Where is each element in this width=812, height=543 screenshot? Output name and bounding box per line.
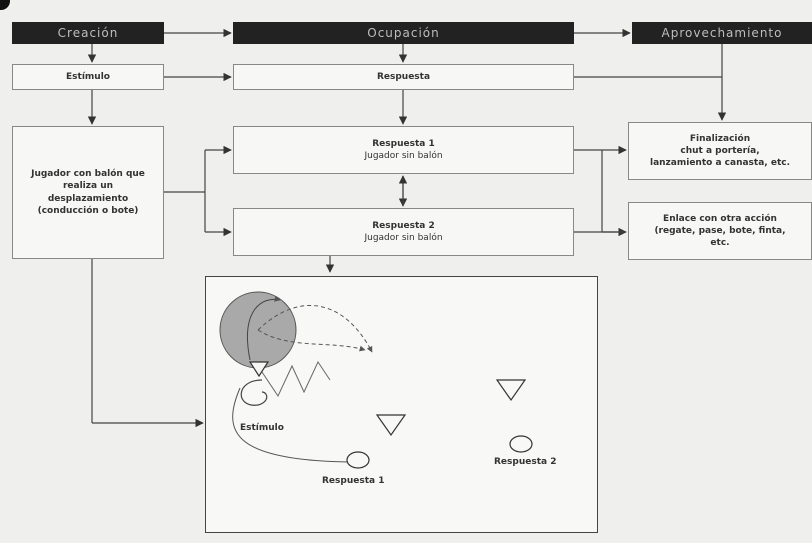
finalizacion-line-2: chut a portería, xyxy=(680,145,760,156)
finalizacion-line-3: lanzamiento a canasta, etc. xyxy=(649,158,790,169)
field-respuesta2-label: Respuesta 2 xyxy=(494,457,557,467)
respuesta1-sub: Jugador sin balón xyxy=(364,151,443,161)
corner-marker xyxy=(0,0,10,10)
respuesta1-circle xyxy=(346,451,370,469)
enlace-line-3: etc. xyxy=(710,238,730,249)
field-respuesta1-label: Respuesta 1 xyxy=(322,476,385,486)
respuesta2-box: Respuesta 2 Jugador sin balón xyxy=(233,208,574,256)
estimulo-box: Estímulo xyxy=(12,64,164,90)
header-creacion: Creación xyxy=(12,22,164,44)
respuesta1-title: Respuesta 1 xyxy=(372,138,435,149)
header-ocupacion: Ocupación xyxy=(233,22,574,44)
respuesta2-circle xyxy=(509,435,533,453)
respuesta2-title: Respuesta 2 xyxy=(372,220,435,231)
jugador-box: Jugador con balón que realiza un desplaz… xyxy=(12,126,164,259)
enlace-box: Enlace con otra acción (regate, pase, bo… xyxy=(628,202,812,260)
respuesta-text: Respuesta xyxy=(376,71,431,82)
field-estimulo-label: Estímulo xyxy=(240,423,284,433)
jugador-line-1: Jugador con balón que xyxy=(31,169,145,180)
jugador-line-4: (conducción o bote) xyxy=(37,205,139,216)
finalizacion-title: Finalización xyxy=(689,133,751,144)
defender-triangle-1 xyxy=(375,414,407,437)
header-aprovechamiento: Aprovechamiento xyxy=(632,22,812,44)
respuesta1-box: Respuesta 1 Jugador sin balón xyxy=(233,126,574,174)
enlace-title: Enlace con otra acción xyxy=(663,213,777,224)
enlace-line-2: (regate, pase, bote, finta, xyxy=(654,225,786,236)
jugador-line-2: realiza un xyxy=(62,181,114,192)
jugador-line-3: desplazamiento xyxy=(47,193,129,204)
defender-triangle-2 xyxy=(495,379,527,402)
estimulo-text: Estímulo xyxy=(66,71,110,82)
respuesta-box: Respuesta xyxy=(233,64,574,90)
field-shapes xyxy=(219,291,533,469)
respuesta2-sub: Jugador sin balón xyxy=(364,233,443,243)
